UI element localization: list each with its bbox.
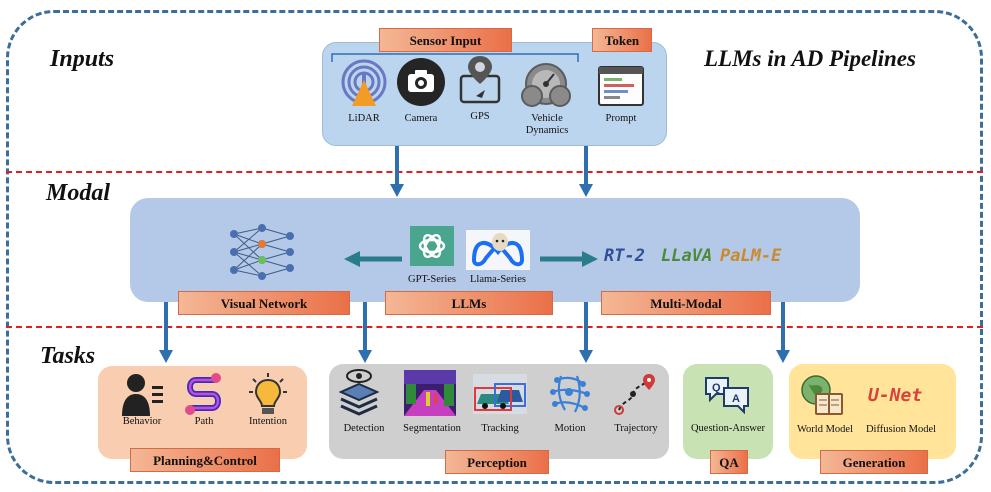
detection-label: Detection <box>343 423 385 434</box>
camera-label: Camera <box>404 113 438 124</box>
arrow-to-perception-left <box>358 302 372 363</box>
separator-modal-tasks <box>6 326 983 328</box>
perception-tag: Perception <box>445 450 549 474</box>
arrow-to-generation <box>776 302 790 363</box>
multi-modal-tag: Multi-Modal <box>601 291 771 315</box>
behavior-label: Behavior <box>122 416 162 427</box>
rt2-logo: RT-2 <box>604 246 645 266</box>
segmentation-label: Segmentation <box>403 423 461 434</box>
llama-series-label: Llama-Series <box>470 274 526 285</box>
lidar-label: LiDAR <box>348 113 380 124</box>
path-label: Path <box>194 416 214 427</box>
behavior-icon <box>122 374 163 416</box>
unet-logo: U-Net <box>868 385 923 406</box>
planning-control-tag: Planning&Control <box>130 448 280 472</box>
tracking-label: Tracking <box>481 423 519 434</box>
intention-icon <box>249 373 287 414</box>
generation-tag: Generation <box>820 450 928 474</box>
gauge-icon <box>521 63 571 107</box>
prompt-icon <box>598 66 644 106</box>
question-answer-label: Question-Answer <box>690 423 766 434</box>
prompt-label: Prompt <box>605 113 637 124</box>
svg-text:Q: Q <box>712 382 721 394</box>
arrow-to-perception-right <box>579 302 593 363</box>
gps-label: GPS <box>470 111 490 122</box>
sensor-input-tag: Sensor Input <box>379 28 512 52</box>
motion-label: Motion <box>554 423 586 434</box>
palm-e-logo: PaLM-E <box>720 246 782 266</box>
qa-tag: QA <box>710 450 748 474</box>
visual-network-tag: Visual Network <box>178 291 350 315</box>
question-answer-icon: Q A <box>705 377 749 414</box>
vehicle-dynamics-label: Vehicle Dynamics <box>525 113 569 136</box>
trajectory-icon <box>614 374 655 415</box>
section-tasks: Tasks <box>40 343 96 369</box>
diffusion-model-label: Diffusion Model <box>865 424 937 435</box>
arrow-llm-to-multimodal <box>540 251 598 267</box>
world-model-icon <box>801 375 843 415</box>
trajectory-label: Trajectory <box>614 423 658 434</box>
sensor-bracket <box>331 53 579 62</box>
lidar-icon <box>341 59 387 106</box>
camera-icon <box>397 58 445 106</box>
token-tag: Token <box>592 28 652 52</box>
separator-inputs-modal <box>6 171 983 173</box>
arrow-inputs-to-modal-right <box>579 146 593 197</box>
world-model-label: World Model <box>796 424 854 435</box>
gps-icon <box>459 56 501 104</box>
diagram-title: LLMs in AD Pipelines <box>704 46 916 71</box>
svg-text:A: A <box>732 393 740 405</box>
section-modal: Modal <box>46 180 111 206</box>
motion-icon <box>550 375 590 413</box>
gpt-logo-icon <box>410 226 454 266</box>
neural-network-icon <box>230 224 294 280</box>
arrow-llm-to-visual <box>344 251 402 267</box>
llms-tag: LLMs <box>385 291 553 315</box>
path-icon <box>185 373 221 415</box>
segmentation-icon <box>404 370 456 416</box>
section-inputs: Inputs <box>50 46 115 72</box>
intention-label: Intention <box>249 416 287 427</box>
detection-icon <box>339 369 379 416</box>
llava-logo: LLaVA <box>661 246 713 266</box>
tracking-icon <box>473 374 527 414</box>
arrow-inputs-to-modal-left <box>390 146 404 197</box>
arrow-to-planning <box>159 302 173 363</box>
gpt-series-label: GPT-Series <box>407 274 457 285</box>
outer-frame <box>6 10 983 484</box>
llama-logo-icon <box>466 230 530 270</box>
